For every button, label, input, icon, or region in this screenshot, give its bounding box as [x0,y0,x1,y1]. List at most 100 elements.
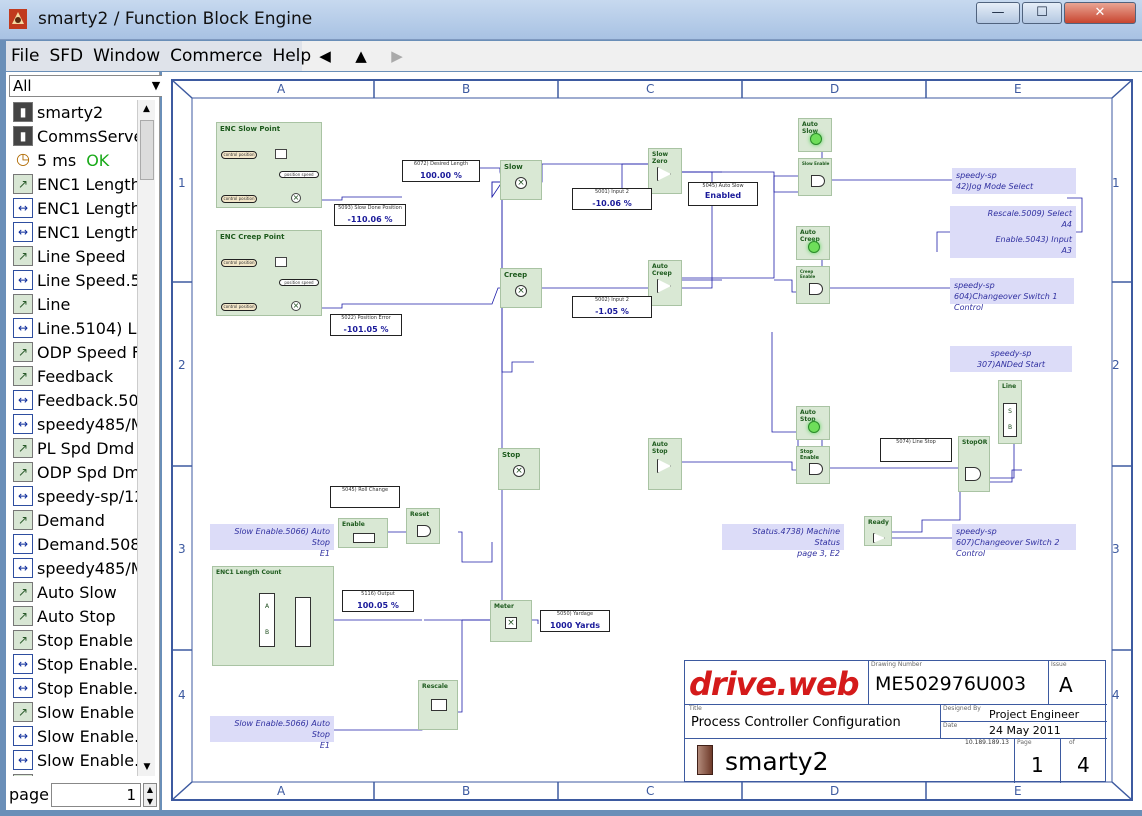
col-c-label: C [646,82,655,96]
title-bar[interactable]: smarty2 / Function Block Engine — ☐ ✕ [0,0,1142,40]
close-button[interactable]: ✕ [1064,2,1136,24]
multiplier-icon: × [515,177,527,189]
tree-item[interactable]: ↔Stop Enable.5 [9,652,137,676]
tree-item[interactable]: ↗Slow Enable [9,700,137,724]
creep-enable-block[interactable]: Creep Enable [796,266,830,304]
menu-sfd[interactable]: SFD [49,46,84,66]
tree-item[interactable]: ↔Line Speed.50 [9,268,137,292]
tree-item[interactable]: ↗ODP Speed F [9,340,137,364]
slow-zero-block[interactable]: Slow Zero [648,148,682,194]
tree-item[interactable]: ↗Line Speed [9,244,137,268]
input2-creep-param[interactable]: 5002) Input 2-1.05 % [572,296,652,318]
menu-help[interactable]: Help [272,46,312,66]
scroll-up-icon[interactable]: ▲ [143,104,150,114]
filter-select[interactable]: All▼ [9,75,165,97]
stop-enable-block[interactable]: Stop Enable [796,446,830,484]
auto-stop-led-block[interactable]: Auto Stop [796,406,830,440]
enc-slow-point-block[interactable]: ENC Slow Point control position position… [216,122,322,208]
tree-item[interactable]: ↗Demand [9,508,137,532]
tree-item[interactable]: ▮smarty2 [9,100,137,124]
note-line: 42)Jog Mode Select [956,182,1034,191]
scroll-thumb[interactable] [140,120,154,180]
enable-block[interactable]: Enable [338,518,388,548]
tree-item[interactable]: ↔speedy485/M [9,412,137,436]
stop-block[interactable]: Stop× [498,448,540,490]
tree-item[interactable]: ▮CommsServe [9,124,137,148]
window-title: smarty2 / Function Block Engine [38,9,313,29]
tree-item[interactable]: ↔ENC1 Length [9,220,137,244]
forward-arrow-icon[interactable]: ▶ [391,47,403,65]
line-stop-param[interactable]: 5074) Line Stop [880,438,952,462]
back-arrow-icon[interactable]: ◀ [319,47,331,65]
tree-scrollbar[interactable]: ▲ ▼ [137,100,155,776]
meter-block[interactable]: Meter× [490,600,532,642]
tree-item[interactable]: ↗Feedback [9,364,137,388]
note-line: 607)Changeover Switch 2 Control [956,538,1060,558]
tree-item[interactable]: ↔speedy485/M [9,556,137,580]
menu-commerce[interactable]: Commerce [170,46,263,66]
slow-done-position-param[interactable]: 5093) Slow Done Position-110.06 % [334,204,406,226]
minimize-button[interactable]: — [976,2,1020,24]
tree-item[interactable]: ↔Line.5104) Li [9,316,137,340]
enc-creep-point-block[interactable]: ENC Creep Point control position positio… [216,230,322,316]
tree-item[interactable]: ↗Line [9,292,137,316]
chevron-down-icon[interactable]: ▼ [151,79,161,92]
up-arrow-icon[interactable]: ▲ [355,47,367,65]
tree-item[interactable]: ↔Stop Enable.5 [9,676,137,700]
roll-change-param[interactable]: 5045) Roll Change [330,486,400,508]
auto-stop-comparator[interactable]: Auto Stop [648,438,682,490]
auto-creep-led-block[interactable]: Auto Creep [796,226,830,260]
creep-block[interactable]: Creep× [500,268,542,308]
maximize-button[interactable]: ☐ [1022,2,1062,24]
tree-item[interactable]: ↔Slow Enable.5 [9,724,137,748]
tree-item[interactable]: ↗Stop Enable [9,628,137,652]
tree-item[interactable]: ↗ODP Spd Dm [9,460,137,484]
rescale-block[interactable]: Rescale [418,680,458,730]
col-a-label-bottom: A [277,784,286,798]
slow-block[interactable]: Slow× [500,160,542,200]
input2-slow-param[interactable]: 5001) Input 2-10.06 % [572,188,652,210]
scroll-down-icon[interactable]: ▼ [143,762,151,772]
reset-block[interactable]: Reset [406,508,440,544]
auto-creep-comparator[interactable]: Auto Creep [648,260,682,306]
tree-item-label: Auto Slow [37,582,117,602]
menu-window[interactable]: Window [93,46,161,66]
ready-block[interactable]: Ready [864,516,892,546]
tree-item[interactable]: ↗PL Spd Dmd [9,436,137,460]
tree-item[interactable]: ↔Demand.508 [9,532,137,556]
menu-file[interactable]: File [11,46,40,66]
tree-item[interactable]: ↗Slow Enable [9,772,137,776]
tree-item[interactable]: ↔Feedback.509 [9,388,137,412]
app-icon [9,9,27,29]
sfd-canvas[interactable]: A B C D E A B C D E 1 2 3 4 1 2 3 4 ENC … [162,72,1142,810]
tree-item[interactable]: ↗Auto Slow [9,580,137,604]
tree-item[interactable]: ↗ENC1 Length [9,172,137,196]
tree-item[interactable]: ↔Slow Enable.5 [9,748,137,772]
stop-or-block[interactable]: StopOR [958,436,990,492]
auto-slow-led-block[interactable]: Auto Slow [798,118,832,152]
page-input[interactable] [51,783,141,807]
tree-item[interactable]: ↗Auto Stop [9,604,137,628]
page-spinner-icon[interactable]: ▲▼ [143,783,157,807]
slow-enable-block[interactable]: Slow Enable [798,158,832,196]
tree-item[interactable]: ↔speedy-sp/12 [9,484,137,508]
tree-item[interactable]: ↔ENC1 Length [9,196,137,220]
position-error-param[interactable]: 5022) Position Error-101.05 % [330,314,402,336]
multiplier-icon: × [513,465,525,477]
